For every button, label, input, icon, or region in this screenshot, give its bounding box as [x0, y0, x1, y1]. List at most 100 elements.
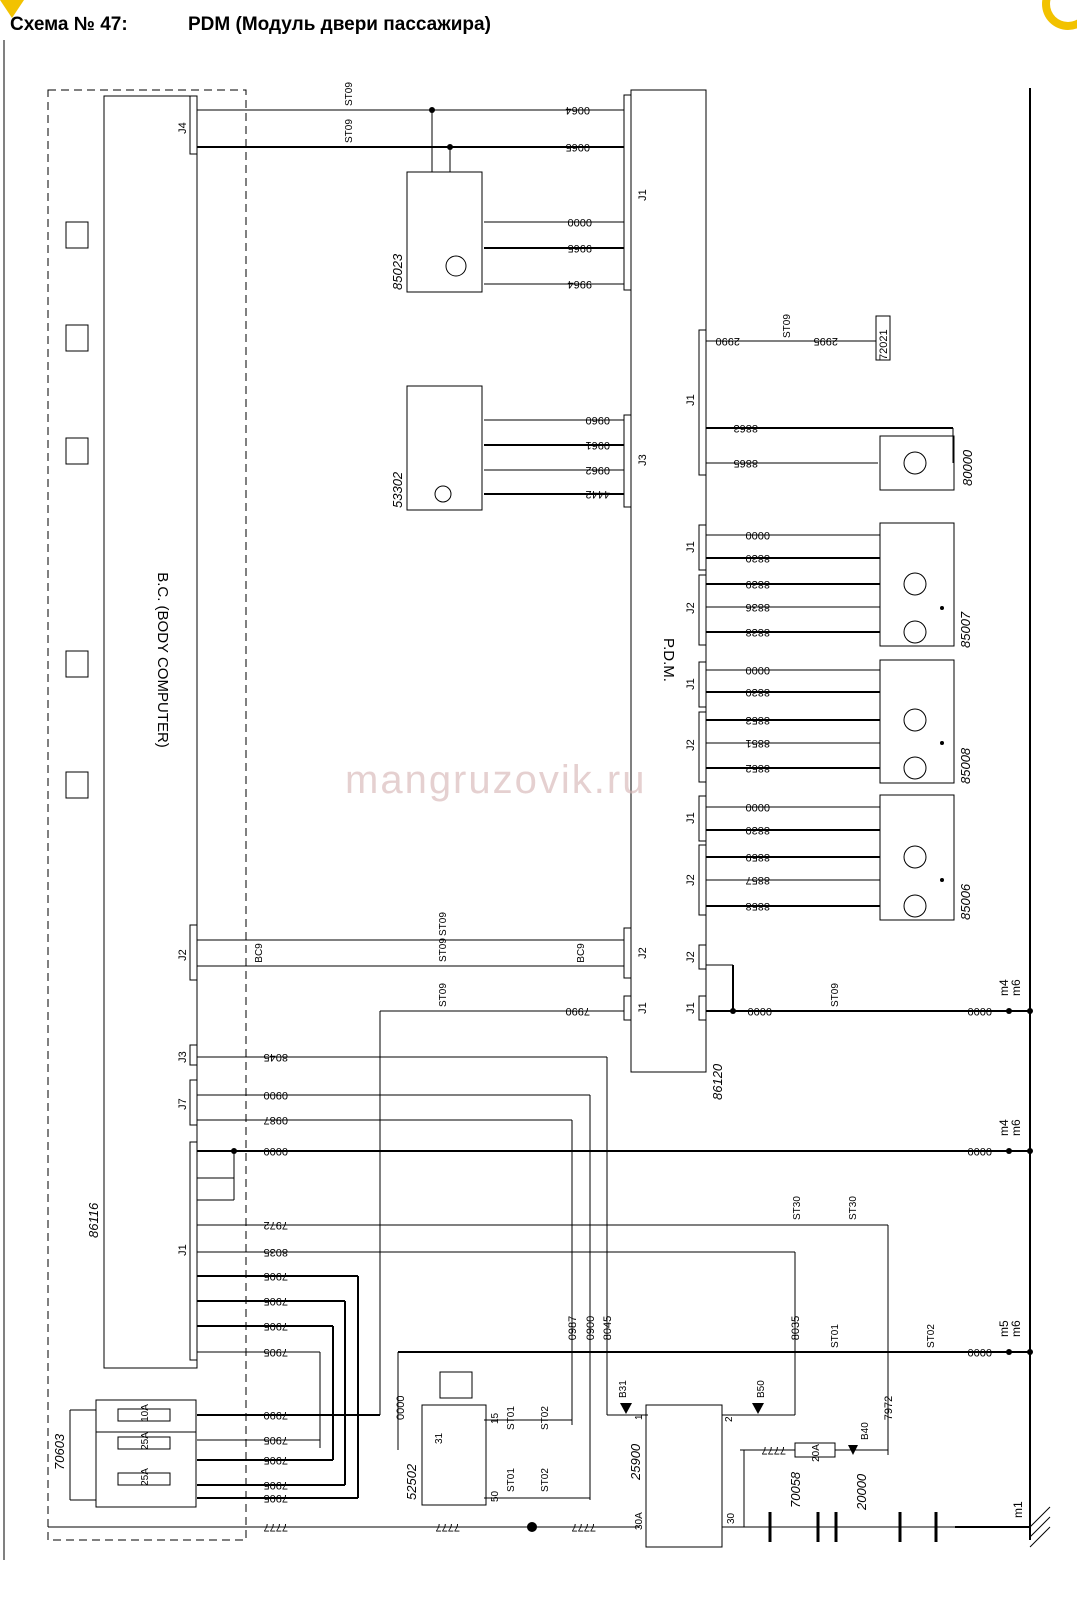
pdm-connector-j1b: J1 — [637, 1002, 649, 1014]
body-computer-box — [103, 95, 198, 1369]
wire-label: 8851 — [746, 737, 770, 749]
wire-label: 0962 — [586, 464, 610, 476]
wire-label: 0000 — [746, 529, 770, 541]
st31-label: 31 — [434, 1432, 445, 1444]
wire-label: 7777 — [436, 1521, 460, 1533]
wire-label: 7777 — [572, 1521, 596, 1533]
wire-label: 8839 — [746, 578, 770, 590]
pdm-right-j1: J1 — [685, 394, 697, 406]
title-number: Схема № 47: — [10, 14, 128, 35]
lock-icon — [65, 771, 89, 799]
wire-label: 0961 — [586, 439, 610, 451]
ignition-pin-15: 15 — [490, 1412, 501, 1424]
wire-label: 7777 — [264, 1521, 288, 1533]
pdm-connector-j3: J3 — [637, 454, 649, 466]
fusebox-code: 70603 — [52, 1433, 67, 1470]
st09-label: ST09 — [344, 119, 355, 143]
heater-85006-code: 85006 — [958, 883, 973, 920]
pdm-box — [630, 89, 707, 1073]
wire-label: 0900 — [585, 1316, 597, 1340]
wire-label: 7905 — [264, 1434, 288, 1446]
connector-j3: J3 — [177, 1051, 189, 1063]
wire-label: 0000 — [968, 1145, 992, 1157]
connector-72021-code: 72021 — [878, 329, 890, 360]
st02-label: ST02 — [540, 1468, 551, 1492]
connector-j4: J4 — [177, 122, 189, 134]
wire-label: 8859 — [746, 851, 770, 863]
relay-pin-b31: B31 — [618, 1380, 629, 1398]
heater-85008-code: 85008 — [958, 747, 973, 784]
pdm-right-j2-85006: J2 — [685, 874, 697, 886]
relay-pin-30: 30 — [726, 1512, 737, 1524]
wire-label: 8857 — [746, 874, 770, 886]
wire-label: 7972 — [883, 1396, 895, 1420]
st02-label: ST02 — [540, 1406, 551, 1430]
window-icon — [65, 650, 89, 678]
wire-label: 7905 — [264, 1295, 288, 1307]
pdm-label: P.D.M. — [660, 638, 677, 682]
wire-label: 8830 — [746, 552, 770, 564]
mirror-motor-box — [406, 171, 483, 293]
wire-label: 8045 — [264, 1051, 288, 1063]
pdm-connector-j2: J2 — [637, 947, 649, 959]
wire-label: 7905 — [264, 1270, 288, 1282]
pdm-right-j1-85006: J1 — [685, 812, 697, 824]
window-icon — [65, 437, 89, 465]
wire-label: 0960 — [586, 414, 610, 426]
wire-label: 8830 — [746, 686, 770, 698]
fuse-70058-code: 70058 — [788, 1471, 803, 1508]
heater-grid-icon — [65, 324, 89, 352]
wire-label: 8863 — [734, 422, 758, 434]
wire-label: 8035 — [264, 1246, 288, 1258]
ground-m6: m6 — [1009, 1320, 1023, 1337]
wire-label: 0064 — [566, 104, 590, 116]
wire-label: 8865 — [734, 457, 758, 469]
st01-label: ST01 — [506, 1468, 517, 1492]
wire-label: 8852 — [746, 762, 770, 774]
connector-j1: J1 — [177, 1244, 189, 1256]
wire-label: 7777 — [762, 1444, 786, 1456]
wire-label: 7905 — [264, 1479, 288, 1491]
relay-pin-30a: 30A — [634, 1512, 645, 1530]
logo-icon — [0, 0, 24, 18]
ground-m1: m1 — [1011, 1501, 1025, 1518]
wire-label: 2990 — [716, 335, 740, 347]
wire-label: 7905 — [264, 1320, 288, 1332]
logo-icon — [1042, 0, 1077, 30]
wire-label: 9964 — [568, 278, 592, 290]
connector-j7: J7 — [177, 1098, 189, 1110]
wire-label: 0000 — [395, 1396, 407, 1420]
wire-label: 8836 — [746, 601, 770, 613]
wire-label: 8838 — [746, 626, 770, 638]
st09-label: ST09 — [438, 983, 449, 1007]
pdm-code: 86120 — [710, 1063, 725, 1100]
pdm-right-j1-85007: J1 — [685, 541, 697, 553]
ground-m5: m5 — [997, 1320, 1011, 1337]
wire-label: 0000 — [746, 664, 770, 676]
wire-label: 0000 — [748, 1005, 772, 1017]
wire-label: 0987 — [567, 1316, 579, 1340]
st09-label: ST09 — [782, 314, 793, 338]
bc9-right: BC9 — [576, 943, 587, 963]
motor-80000-code: 80000 — [960, 449, 975, 486]
bc-label: B.C. (BODY COMPUTER) — [154, 572, 171, 748]
wire-label: 7990 — [264, 1409, 288, 1421]
st02-label: ST02 — [926, 1324, 937, 1348]
wire-label: 0000 — [746, 801, 770, 813]
wire-label: 7905 — [264, 1454, 288, 1466]
st01-label: ST01 — [506, 1406, 517, 1430]
switch-box — [406, 385, 483, 511]
wire-label: 4442 — [586, 488, 610, 500]
pdm-right-j2-85008: J2 — [685, 739, 697, 751]
fuse-20a: 20A — [811, 1444, 822, 1462]
wire-label: 2995 — [814, 335, 838, 347]
relay-pin-2: 2 — [724, 1416, 735, 1422]
wire-label: 9965 — [568, 242, 592, 254]
title-text: PDM (Модуль двери пассажира) — [188, 14, 491, 35]
wire-label: 0987 — [264, 1114, 288, 1126]
heater-85007-code: 85007 — [958, 611, 973, 648]
ground-m4: m4 — [997, 979, 1011, 996]
relay-pin-1: 1 — [634, 1414, 645, 1420]
wire-label: 7972 — [264, 1219, 288, 1231]
